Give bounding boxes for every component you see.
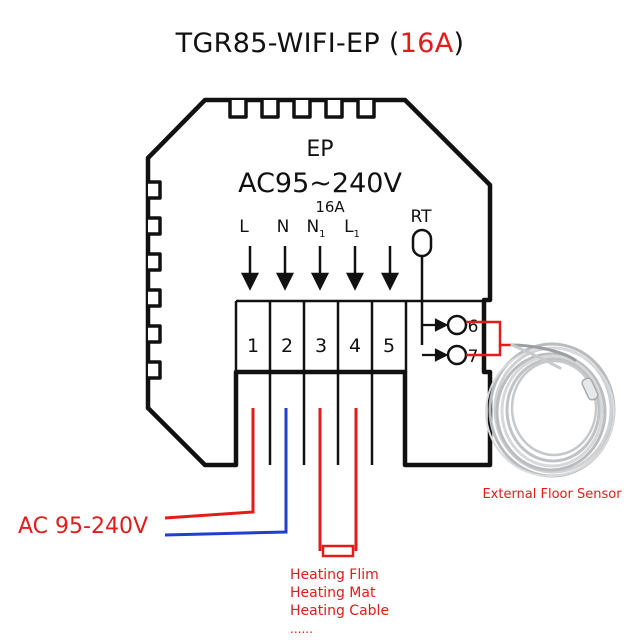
sensor-port-label: RT: [411, 207, 433, 227]
terminal-3: 3: [315, 335, 327, 357]
terminal-6-screw: [446, 314, 468, 336]
sensor-wires: [466, 320, 512, 357]
terminal-7-screw: [446, 344, 468, 366]
device-current-label: 16A: [315, 198, 345, 216]
neutral-wire: [164, 408, 288, 537]
sensor-terminal-arrows: [422, 318, 449, 362]
device-voltage-label: AC95~240V: [238, 168, 402, 199]
terminal-4: 4: [349, 335, 361, 357]
title-paren-close: ): [453, 28, 465, 59]
input-label-l1: L1: [344, 217, 360, 240]
floor-sensor-coil: [485, 342, 616, 478]
terminal-1: 1: [247, 335, 259, 357]
input-arrows: [240, 246, 400, 291]
model-name: TGR85-WIFI-EP: [175, 28, 380, 59]
heating-element: [321, 544, 355, 558]
rt-probe: [411, 228, 433, 345]
left-notches: [148, 180, 162, 380]
input-label-l: L: [239, 217, 249, 237]
power-label: AC 95-240V: [18, 514, 148, 539]
title-paren-open: (: [388, 28, 400, 59]
terminal-6: 6: [468, 317, 479, 337]
sensor-label: External Floor Sensor: [482, 487, 622, 502]
input-label-n: N: [277, 217, 290, 237]
power-wires: [164, 408, 288, 537]
load-label-3: Heating Cable: [290, 603, 389, 619]
terminal-block: [234, 299, 484, 465]
device-variant-label: EP: [306, 137, 333, 162]
load-label-1: Heating Flim: [290, 567, 379, 583]
current-rating: 16A: [399, 28, 454, 59]
top-notches: [228, 100, 376, 119]
live-wire: [164, 408, 255, 520]
load-label-4: ......: [290, 622, 313, 636]
terminal-2: 2: [281, 335, 293, 357]
load-label-2: Heating Mat: [290, 585, 376, 601]
terminal-7: 7: [468, 347, 479, 367]
diagram-title: TGR85-WIFI-EP (16A): [0, 28, 640, 59]
load-wires: [318, 408, 358, 551]
input-label-n1: N1: [306, 217, 325, 240]
terminal-5: 5: [383, 335, 395, 357]
thermostat-body-outline: [145, 97, 493, 468]
